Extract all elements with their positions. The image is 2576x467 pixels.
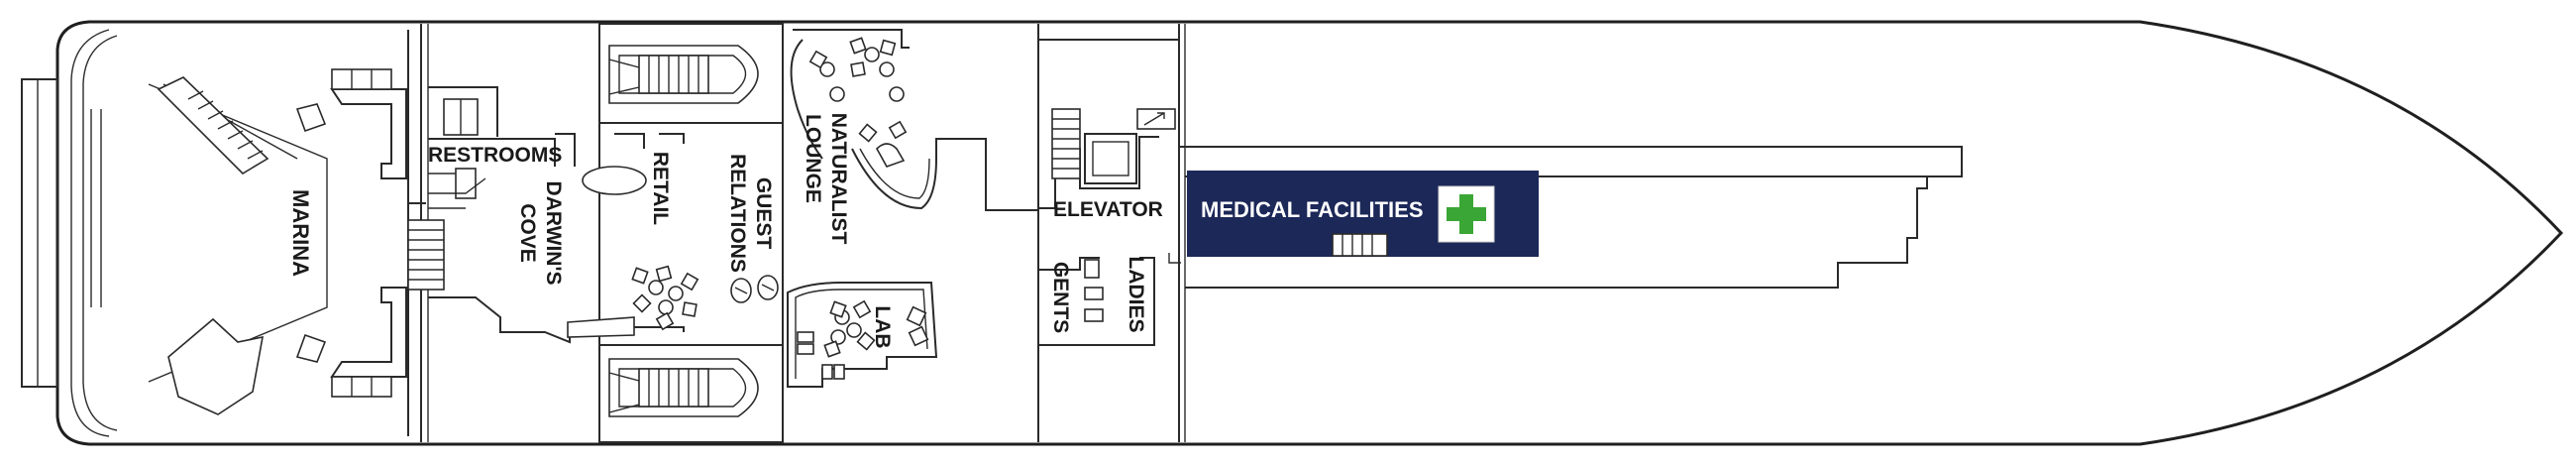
restrooms-walls <box>428 86 556 167</box>
lifeboat-port <box>598 23 784 124</box>
medical-stairs <box>1332 233 1388 257</box>
label-naturalist-lounge-2: LOUNGE <box>802 114 824 203</box>
marina-lower-structure <box>167 317 264 415</box>
label-naturalist-lounge-1: NATURALIST <box>827 113 850 245</box>
marina-stern-curve <box>70 29 110 437</box>
elevator-shaft <box>1084 133 1137 184</box>
medical-facilities-label: MEDICAL FACILITIES <box>1201 197 1424 222</box>
label-guest-relations-1: GUEST <box>752 177 775 250</box>
medical-cross-icon <box>1438 185 1495 243</box>
label-lab: LAB <box>871 305 894 348</box>
label-restrooms: RESTROOMS <box>428 144 562 167</box>
label-retail: RETAIL <box>649 152 672 225</box>
darwins-cove-seating <box>631 265 779 331</box>
lifeboat-starboard <box>598 344 784 443</box>
label-gents: GENTS <box>1049 262 1072 333</box>
retail-table <box>582 166 647 195</box>
naturalist-lounge <box>790 29 1038 211</box>
lab-room <box>787 282 938 388</box>
label-guest-relations-2: RELATIONS <box>726 154 749 273</box>
label-ladies: LADIES <box>1125 256 1147 332</box>
stern-transom <box>21 78 58 388</box>
label-darwins-cove-2: COVE <box>516 203 539 263</box>
label-darwins-cove-1: DARWIN'S <box>542 181 565 286</box>
label-elevator: ELEVATOR <box>1053 198 1163 221</box>
darwins-cove-walls <box>555 133 685 167</box>
elevator-core <box>1038 39 1181 346</box>
marina-upper-stairs <box>157 76 269 175</box>
label-marina: MARINA <box>288 189 313 277</box>
elevator-stairs <box>1051 108 1081 179</box>
marina-stairs <box>407 219 445 291</box>
forward-interior <box>1179 146 1963 289</box>
